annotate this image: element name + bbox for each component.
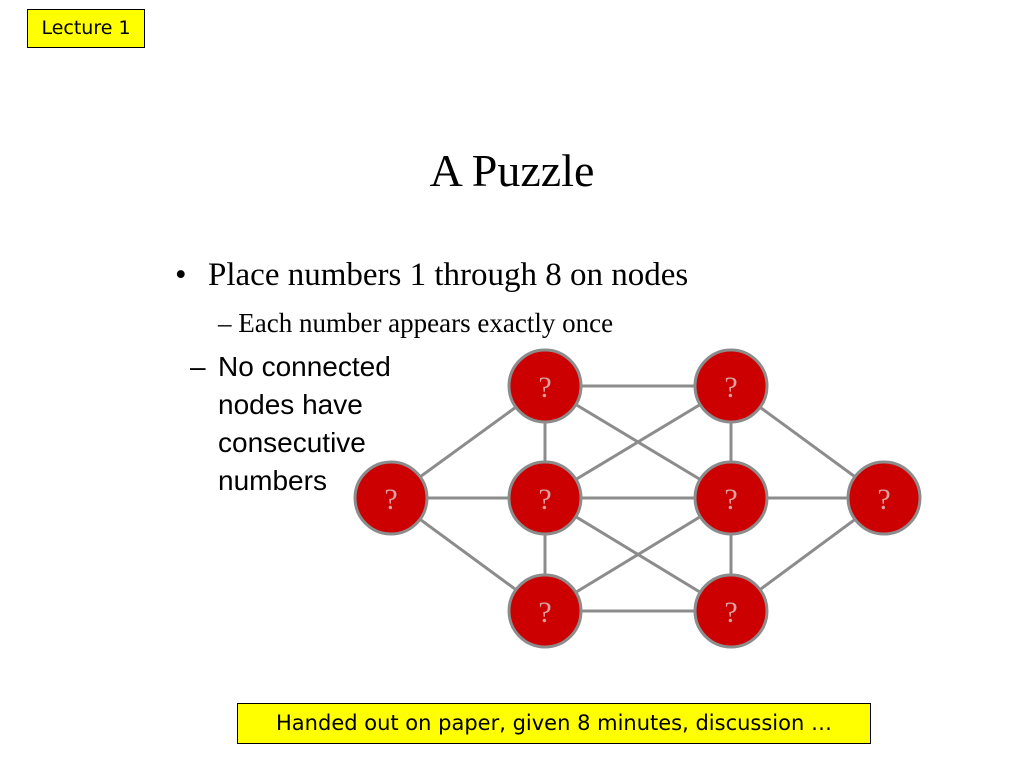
graph-node-c2-mid: ?	[693, 460, 769, 536]
graph-node-c1-bot: ?	[507, 573, 583, 649]
graph-node-label: ?	[538, 371, 551, 404]
graph-node-c1-top: ?	[507, 348, 583, 424]
graph-node-circle	[693, 573, 769, 649]
bullet-main: • Place numbers 1 through 8 on nodes	[175, 255, 688, 295]
graph-node-circle	[507, 348, 583, 424]
lecture-tag: Lecture 1	[27, 9, 145, 48]
slide-title: A Puzzle	[429, 145, 595, 196]
graph-node-circle	[693, 348, 769, 424]
handout-note: Handed out on paper, given 8 minutes, di…	[237, 703, 871, 744]
bullet-sub-2-text: No connected nodes have consecutive numb…	[218, 351, 391, 496]
graph-node-label: ?	[724, 483, 737, 516]
graph-node-left: ?	[353, 460, 429, 536]
graph-node-circle	[507, 573, 583, 649]
graph-node-circle	[507, 460, 583, 536]
bullet-main-text: Place numbers 1 through 8 on nodes	[208, 257, 689, 293]
graph-node-c2-bot: ?	[693, 573, 769, 649]
graph-node-label: ?	[384, 483, 397, 516]
graph-node-label: ?	[538, 596, 551, 629]
bullet-marker: •	[175, 257, 187, 293]
graph-node-label: ?	[877, 483, 890, 516]
graph-node-label: ?	[538, 483, 551, 516]
graph-node-c2-top: ?	[693, 348, 769, 424]
graph-node-right: ?	[846, 460, 922, 536]
graph-nodes: ????????	[353, 348, 922, 649]
graph-node-c1-mid: ?	[507, 460, 583, 536]
graph-node-circle	[693, 460, 769, 536]
graph-node-circle	[353, 460, 429, 536]
bullet-sub-2: – No connected nodes have consecutive nu…	[190, 348, 430, 500]
graph-node-label: ?	[724, 371, 737, 404]
bullet-sub-2-dash: –	[190, 351, 206, 382]
graph-node-label: ?	[724, 596, 737, 629]
graph-edges	[390, 384, 885, 613]
graph-node-circle	[846, 460, 922, 536]
bullet-sub-1: – Each number appears exactly once	[218, 308, 614, 338]
